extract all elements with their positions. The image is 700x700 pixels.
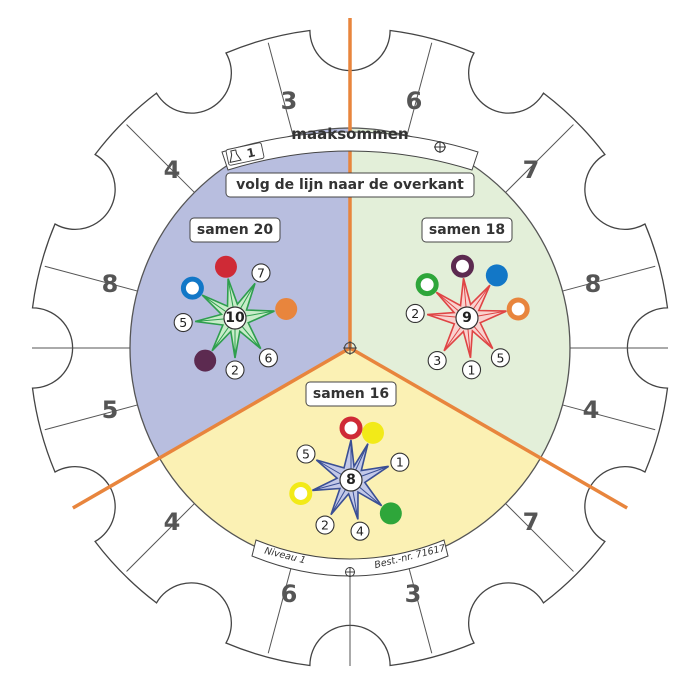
outer-number-4[interactable]: 4 (583, 396, 600, 424)
label-samen-16: samen 16 (305, 381, 397, 407)
number-token[interactable] (258, 348, 278, 368)
number-token-label: 5 (496, 350, 504, 365)
star-center (339, 468, 363, 492)
outer-number-5[interactable]: 7 (523, 508, 540, 536)
outer-number-12[interactable]: 3 (281, 87, 298, 115)
center-crosshair-icon (343, 341, 357, 355)
label-samen-20: samen 20 (189, 217, 281, 243)
number-token-label: 2 (231, 363, 239, 378)
outer-number-6[interactable]: 3 (405, 580, 422, 608)
number-token[interactable] (225, 360, 245, 380)
crosshair-icon (345, 567, 355, 577)
label-samen-16-text: samen 16 (313, 386, 389, 402)
outer-number-10[interactable]: 8 (102, 270, 119, 298)
color-dot-token[interactable] (194, 349, 217, 372)
outer-number-7[interactable]: 6 (281, 580, 298, 608)
number-token-label: 2 (411, 306, 419, 321)
outer-number-3[interactable]: 8 (585, 270, 602, 298)
outer-numbers: 6 7 8 4 7 3 6 4 5 8 4 3 (102, 87, 602, 608)
crosshair-icon (434, 141, 446, 153)
star-center-number: 10 (225, 310, 245, 326)
number-token-label: 3 (433, 353, 441, 368)
outer-number-1[interactable]: 6 (406, 87, 423, 115)
color-ring-token[interactable] (415, 273, 439, 297)
level-badge-number: 1 (245, 145, 256, 160)
star-samen-18: 9 5 1 3 2 (405, 254, 530, 380)
star-center (455, 306, 479, 330)
number-token[interactable] (390, 452, 410, 472)
label-samen-20-text: samen 20 (197, 222, 273, 238)
number-token[interactable] (173, 312, 193, 333)
color-ring-token[interactable] (506, 297, 530, 321)
number-token-label: 5 (302, 447, 310, 462)
number-token[interactable] (490, 348, 510, 368)
sector-right-18 (350, 128, 570, 458)
label-samen-18: samen 18 (421, 217, 513, 243)
star-samen-16: 8 1 4 2 5 (289, 416, 410, 541)
color-dot-token[interactable] (361, 421, 384, 444)
outer-number-2[interactable]: 7 (523, 156, 540, 184)
color-dot-token[interactable] (379, 502, 402, 525)
star-samen-20: 10 7 6 2 5 (173, 255, 298, 380)
color-dot-token[interactable] (485, 264, 508, 287)
instruction-text: volg de lijn naar de overkant (236, 177, 464, 193)
color-ring-token[interactable] (289, 481, 313, 505)
color-ring-token[interactable] (339, 416, 363, 440)
game-header: maaksommen 1 (221, 125, 479, 171)
color-dot-token[interactable] (214, 255, 237, 278)
label-samen-18-text: samen 18 (429, 222, 505, 238)
number-token[interactable] (427, 351, 447, 371)
title-band (221, 131, 479, 171)
star-center (223, 306, 247, 330)
number-token[interactable] (461, 360, 482, 380)
star-center-number: 8 (346, 472, 356, 488)
number-token[interactable] (315, 515, 335, 535)
number-token[interactable] (350, 521, 370, 541)
color-ring-token[interactable] (450, 254, 474, 278)
number-token[interactable] (251, 263, 271, 283)
number-token-label: 2 (321, 518, 329, 533)
number-token-label: 5 (179, 315, 187, 330)
outer-number-8[interactable]: 4 (164, 508, 181, 536)
number-token[interactable] (296, 444, 316, 464)
color-ring-token[interactable] (180, 276, 204, 300)
game-title: maaksommen (291, 125, 408, 143)
number-token-label: 1 (396, 455, 404, 470)
footer-band (251, 539, 449, 577)
level-badge: 1 (225, 142, 265, 166)
number-token[interactable] (405, 303, 425, 324)
sector-left-20 (130, 128, 350, 458)
instruction-box: volg de lijn naar de overkant (225, 172, 475, 198)
number-token-label: 1 (468, 362, 476, 377)
color-dot-token[interactable] (275, 297, 298, 320)
flask-icon (229, 149, 242, 163)
number-token-label: 7 (257, 265, 265, 280)
star-center-number: 9 (462, 310, 472, 326)
outer-number-9[interactable]: 5 (102, 396, 119, 424)
number-token-label: 6 (264, 350, 272, 365)
number-token-label: 4 (356, 524, 364, 539)
outer-number-11[interactable]: 4 (164, 156, 181, 184)
segment-dividers (32, 42, 668, 666)
